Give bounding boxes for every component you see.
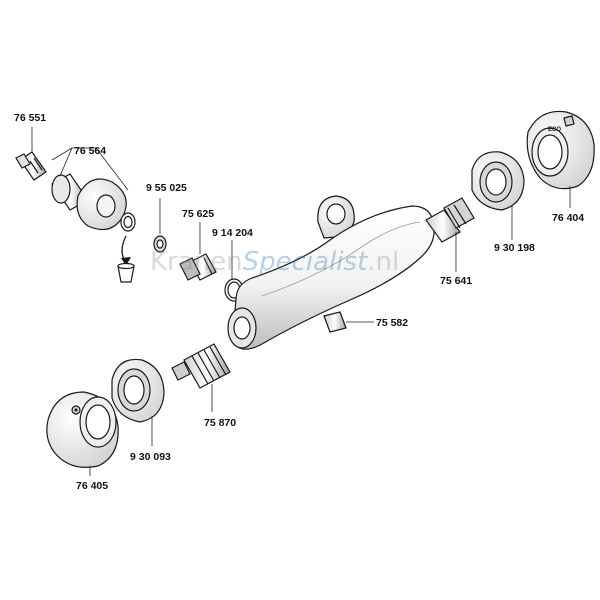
label-955025: 9 55 025 <box>146 182 187 194</box>
label-75641: 75 641 <box>440 275 472 287</box>
label-914204: 9 14 204 <box>212 227 253 239</box>
stopper-screw-part <box>15 151 47 181</box>
label-76551: 76 551 <box>14 112 46 124</box>
thermostatic-handle-part <box>46 391 119 468</box>
left-cap-set-part <box>51 173 136 232</box>
label-930198: 9 30 198 <box>494 242 535 254</box>
right-adapter-part <box>471 151 525 211</box>
watermark-text: KranenSpecialist.nl <box>150 247 399 277</box>
small-washer-part <box>153 235 167 253</box>
label-76564: 76 564 <box>74 145 106 157</box>
label-75870: 75 870 <box>204 417 236 429</box>
right-handle-part: ECO <box>526 110 595 190</box>
label-76405: 76 405 <box>76 480 108 492</box>
label-75582: 75 582 <box>376 317 408 329</box>
grease-arrow-icon <box>117 235 135 283</box>
label-76404: 76 404 <box>552 212 584 224</box>
thermostat-cartridge-part <box>171 343 231 389</box>
handle-logo-text: ECO <box>548 127 561 133</box>
left-adapter-part <box>111 358 165 423</box>
right-cartridge-part <box>425 197 475 243</box>
label-930093: 9 30 093 <box>130 451 171 463</box>
valve-body-part <box>227 195 435 350</box>
label-75625: 75 625 <box>182 208 214 220</box>
leader-76564 <box>51 147 129 191</box>
connector-nut-part <box>179 253 217 281</box>
